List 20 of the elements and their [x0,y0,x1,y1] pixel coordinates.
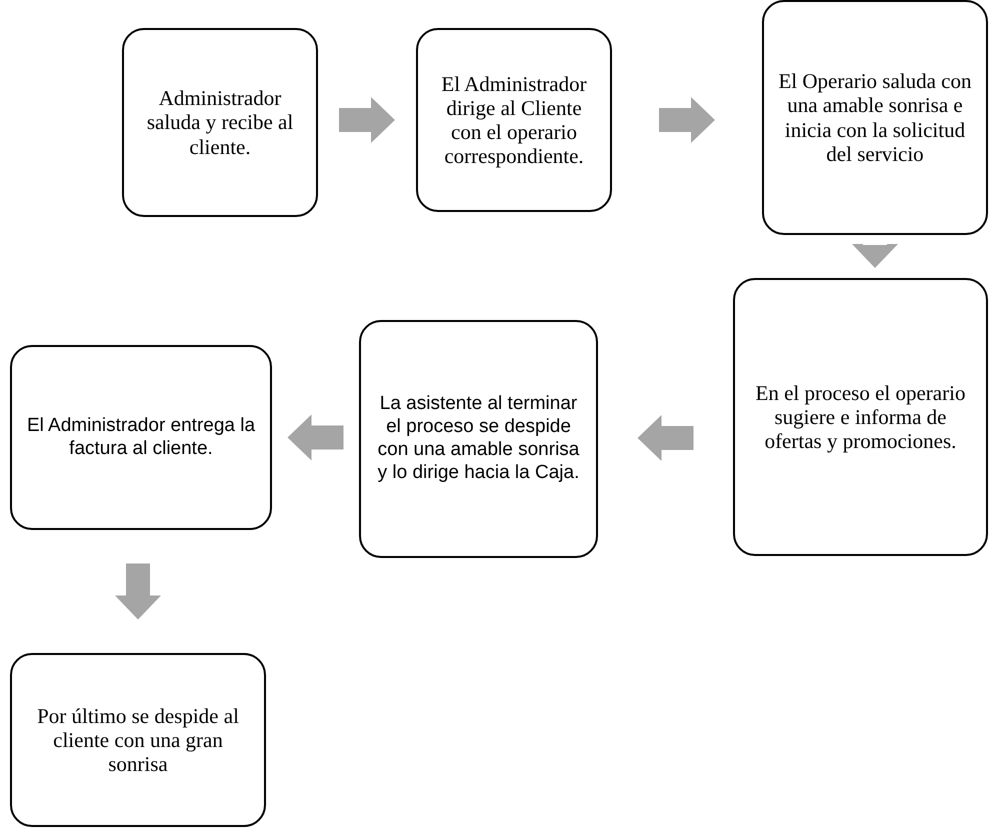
step-text: En el proceso el operario sugiere e informa de ofertas y promociones. [754,380,966,454]
process-box [10,345,272,530]
block-arrow [852,244,898,268]
process-box [762,0,988,235]
step-text: El Operario saluda con una amable sonrisa e inicia con la solicitud del servicio [778,69,972,166]
process-box [416,28,612,212]
process-box [10,653,266,827]
step-text: Por último se despide al cliente con una gran sonrisa [36,704,240,776]
block-arrow [288,414,344,460]
process-box [359,320,598,558]
step-text: La asistente al terminar el proceso se despide con una amable sonrisa y lo dirige hacia la Caja. [376,393,580,485]
block-arrow [638,415,694,461]
block-arrow [339,97,395,143]
process-box [733,278,988,556]
step-text: El Administrador dirige al Cliente con el operario correspondiente. [440,72,588,168]
process-box [122,28,318,217]
step-text: Administrador saluda y recibe al cliente. [146,86,294,159]
block-arrow [659,97,715,143]
block-arrow [115,564,161,620]
step-text: El Administrador entrega la factura al cliente. [26,414,256,460]
